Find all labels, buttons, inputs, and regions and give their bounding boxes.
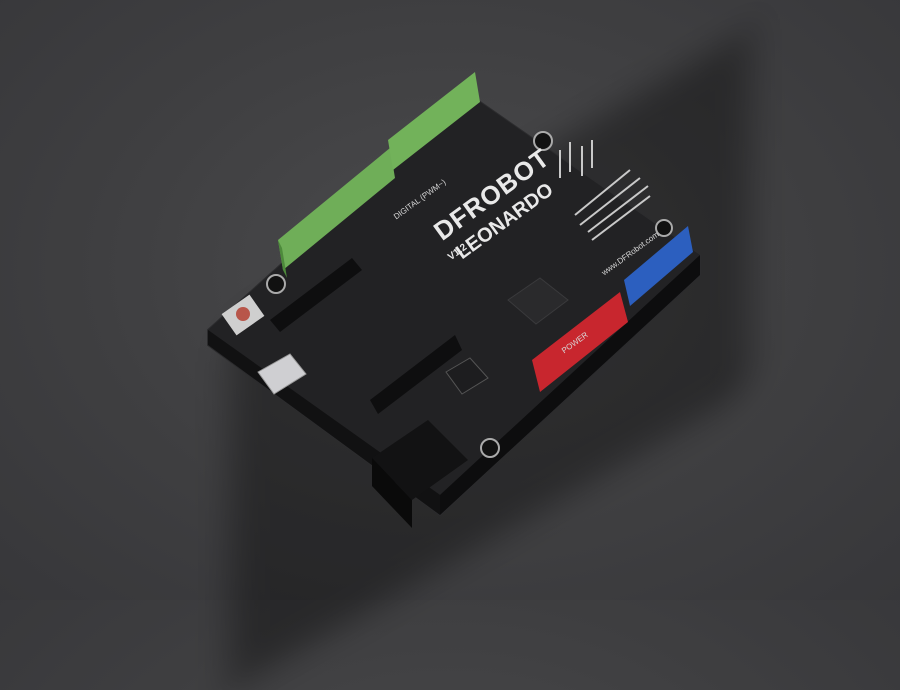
digital-header-green-left [278,148,395,278]
reset-button[interactable] [236,307,250,321]
analog-header-blue [624,226,693,306]
black-header-left [270,258,362,332]
mounting-hole [655,219,673,237]
dc-jack-front [372,458,412,528]
digital-header-green-right [388,72,480,170]
leonardo-board [207,72,701,528]
black-header-bottom [370,335,462,414]
product-photo: DFROBOT LEONARDO V1.2 DIGITAL (PWM~) POW… [207,29,750,690]
mounting-hole [480,438,500,458]
icsp-pins [559,140,651,241]
pcb-top [208,95,700,495]
pcb-edge-right [440,255,700,515]
microcontroller-chip [507,277,569,325]
dc-power-jack[interactable] [372,420,468,500]
power-header-red [532,292,628,392]
voltage-regulator [445,357,489,395]
mounting-hole [533,131,553,151]
micro-usb-port[interactable] [257,353,307,395]
mounting-hole [266,274,286,294]
